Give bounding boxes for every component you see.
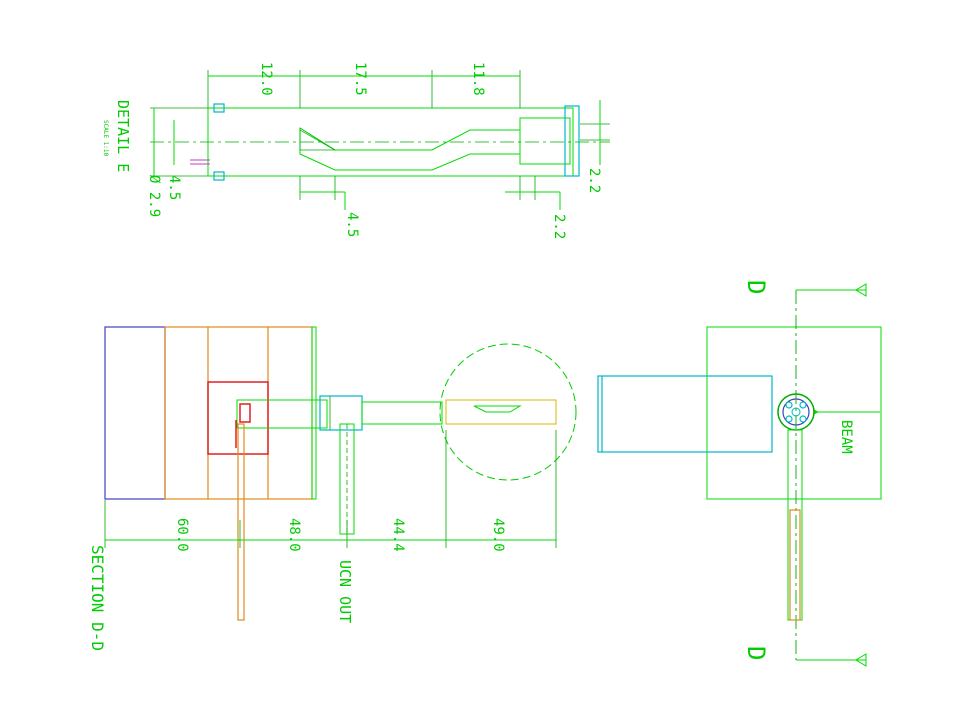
dim-49-0: 49.0 [490, 518, 506, 552]
plan-hole-1 [785, 401, 793, 409]
plan-hole-3 [785, 415, 793, 423]
dim-12-0: 12.0 [258, 62, 274, 96]
plan-pipe-inner [789, 509, 801, 621]
dim-2-2-right: 2.2 [586, 168, 602, 193]
section-tube-holder [236, 399, 328, 429]
detail-cavity-edge-left [299, 127, 337, 151]
detail-bolt-top [213, 103, 225, 113]
detail-e-callout-circle [439, 343, 577, 481]
dim-17-5: 17.5 [352, 62, 368, 96]
section-mark-bottom: D [742, 646, 770, 660]
dim-60-0: 60.0 [174, 518, 190, 552]
plan-hole-2 [799, 401, 807, 409]
dim-4-5-bottom: 4.5 [344, 212, 360, 237]
section-pipe [361, 401, 443, 425]
dim-48-0: 48.0 [286, 518, 302, 552]
detail-cap [564, 105, 580, 177]
section-red-part [239, 403, 251, 423]
section-detail-part [445, 399, 557, 425]
detail-e-scale: SCALE 1:10 [102, 120, 109, 157]
detail-flange [519, 117, 571, 165]
detail-e-title: DETAIL E [114, 100, 132, 172]
plan-view-drawing [597, 283, 882, 667]
section-arrow-bottom [855, 653, 867, 667]
section-arrow-top [855, 283, 867, 297]
dim-4-5-left: 4.5 [166, 175, 182, 200]
section-block-blue [104, 326, 166, 500]
plan-cyan-block [597, 375, 773, 453]
dim-dia-2-9: Ø 2.9 [146, 175, 162, 217]
section-plate [311, 326, 317, 500]
section-d-d-title: SECTION D-D [88, 545, 107, 651]
section-d-d-drawing [104, 326, 577, 621]
beam-label: BEAM [838, 420, 854, 454]
ucn-out-label: UCN OUT [336, 560, 354, 623]
section-connector [319, 395, 363, 431]
plan-housing [706, 326, 882, 500]
lower-pipe [237, 423, 245, 621]
detail-e-drawing [150, 70, 610, 210]
dim-44-4: 44.4 [390, 518, 406, 552]
section-detail-cavity [473, 405, 522, 413]
dim-2-2-bottom: 2.2 [551, 214, 567, 239]
detail-bolt-bottom [213, 171, 225, 181]
section-mark-top: D [742, 280, 770, 294]
plan-hole-4 [799, 415, 807, 423]
dim-11-8: 11.8 [470, 62, 486, 96]
